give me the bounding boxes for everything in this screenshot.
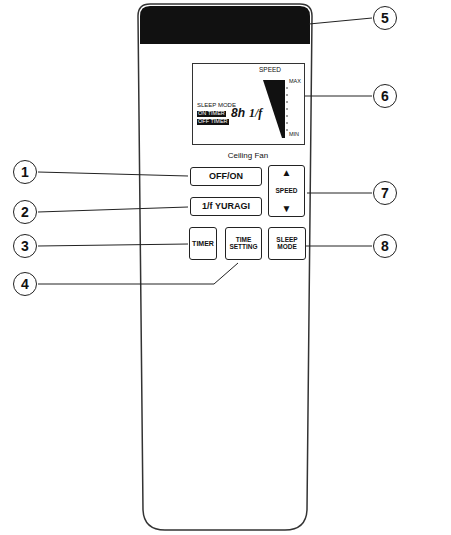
speed-button: ▲ SPEED ▼ [268, 165, 305, 217]
sleep-mode-button: SLEEP MODE [268, 227, 306, 260]
display-text: OFF TIMER [197, 119, 229, 125]
button-label: 1/f YURAGI [202, 202, 250, 211]
yuragi-button: 1/f YURAGI [190, 197, 262, 216]
display-text: SLEEP MODE [197, 102, 236, 108]
remote-body [138, 4, 312, 530]
display-text: MAX [289, 79, 301, 85]
leader-lines [38, 18, 372, 284]
callout-number: 6 [373, 84, 397, 108]
callout-number: 7 [373, 181, 397, 205]
callout-number: 1 [13, 160, 37, 184]
callout-number: 4 [13, 272, 37, 296]
display-text: SPEED [259, 67, 281, 74]
callout-number: 8 [373, 234, 397, 258]
lcd-display: SPEED SLEEP MODE ON TIMER OFF TIMER8h 1/f MAX… [192, 63, 305, 145]
callout-number: 3 [13, 234, 37, 258]
button-label: ▲ [282, 168, 292, 179]
device-name: Ceiling Fan [228, 151, 268, 160]
display-text: ON TIMER [197, 111, 226, 117]
display-text: MIN [289, 132, 299, 138]
button-label: SPEED [275, 188, 297, 195]
ir-window [140, 6, 310, 44]
button-label: TIME SETTING [226, 237, 261, 251]
callout-number: 5 [373, 6, 397, 30]
button-label: TIMER [192, 240, 214, 247]
callout-number: 2 [13, 200, 37, 224]
timer-button: TIMER [189, 227, 217, 260]
button-label: SLEEP MODE [269, 237, 305, 251]
power-button: OFF/ON [190, 167, 262, 186]
button-label: ▼ [282, 204, 292, 215]
display-text: 8h [231, 107, 245, 119]
button-label: OFF/ON [209, 172, 243, 181]
time-setting-button: TIME SETTING [225, 227, 262, 260]
display-text: 1/f [249, 107, 262, 119]
